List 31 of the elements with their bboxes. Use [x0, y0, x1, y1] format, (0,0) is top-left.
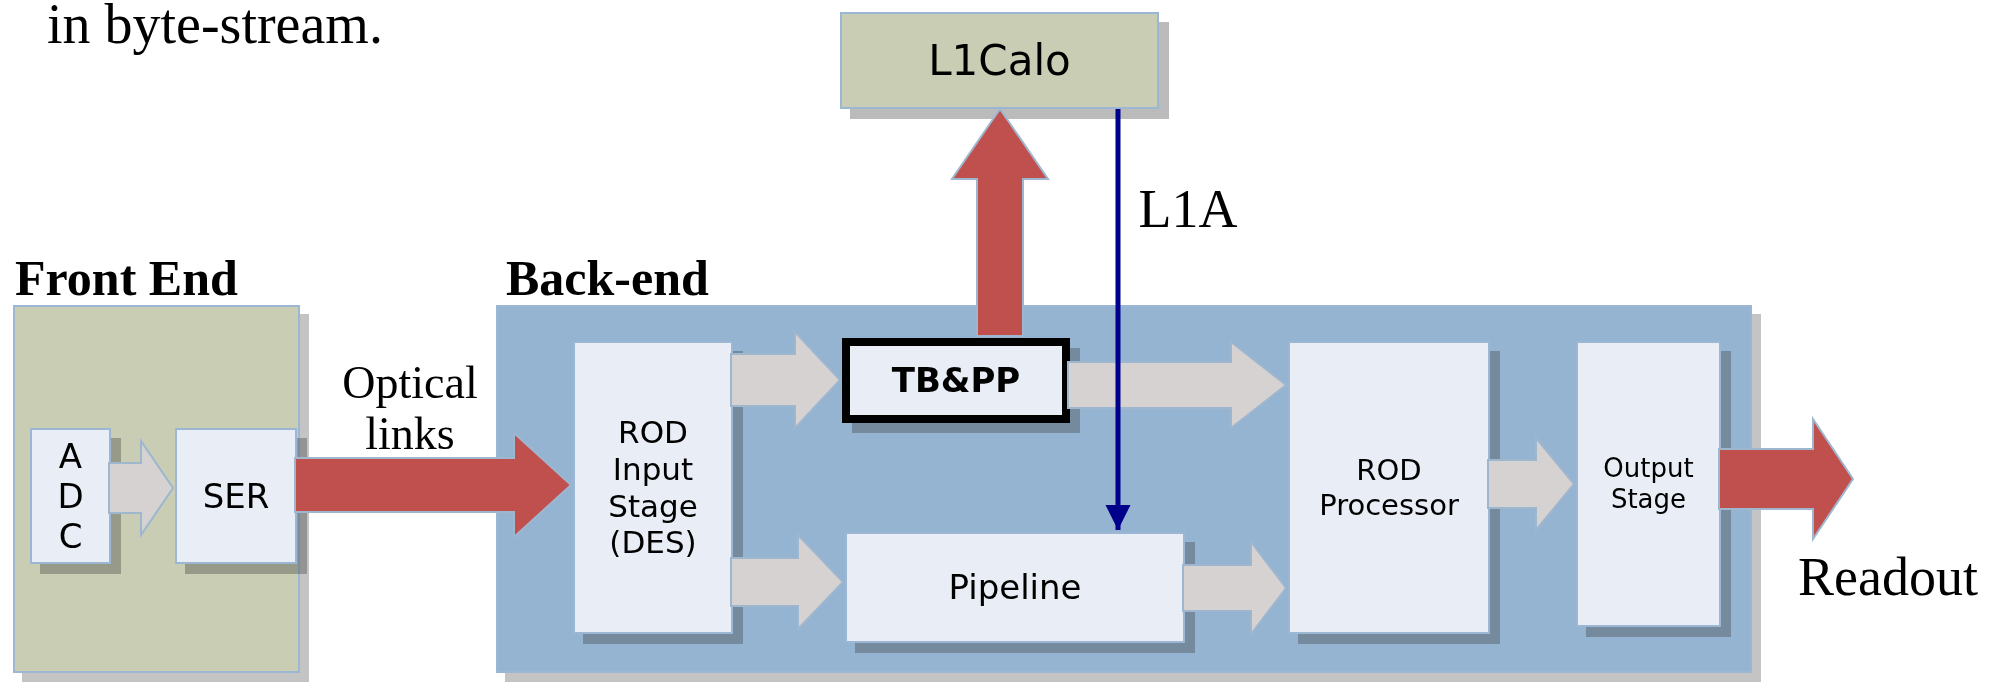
box-label: ROD Processor: [1318, 453, 1460, 522]
arrow: [1105, 109, 1131, 530]
process-box: [30, 428, 111, 564]
box-label: TB&PP: [891, 360, 1021, 401]
edge-label: L1A: [1138, 180, 1238, 240]
block-arrow: [1067, 339, 1288, 431]
edge-label: Optical links: [341, 358, 479, 460]
block-arrow: [1182, 539, 1288, 637]
process-box: [845, 532, 1185, 643]
box-label: Output Stage: [1602, 453, 1695, 515]
block-arrow: [294, 430, 573, 540]
process-box: [1288, 341, 1490, 634]
edge-label: Readout: [1798, 548, 1978, 608]
box-label: L1Calo: [928, 35, 1071, 86]
block-arrow: [950, 107, 1050, 337]
process-box: [1576, 341, 1721, 627]
process-box: [175, 428, 297, 564]
process-box: [842, 338, 1070, 423]
box-label: ROD Input Stage (DES): [607, 414, 699, 561]
block-arrow: [1487, 435, 1576, 533]
panel-heading: Front End: [15, 249, 238, 307]
block-arrow: [108, 437, 175, 539]
box-label: SER: [202, 475, 270, 517]
box-label: Pipeline: [948, 567, 1082, 608]
box-label: ADC: [56, 435, 85, 557]
block-arrow: [730, 329, 842, 431]
process-box: [573, 341, 733, 634]
panel-heading: Back-end: [506, 249, 709, 307]
block-arrow: [1718, 415, 1855, 543]
block-arrow: [730, 532, 845, 632]
system-box: [840, 12, 1159, 109]
